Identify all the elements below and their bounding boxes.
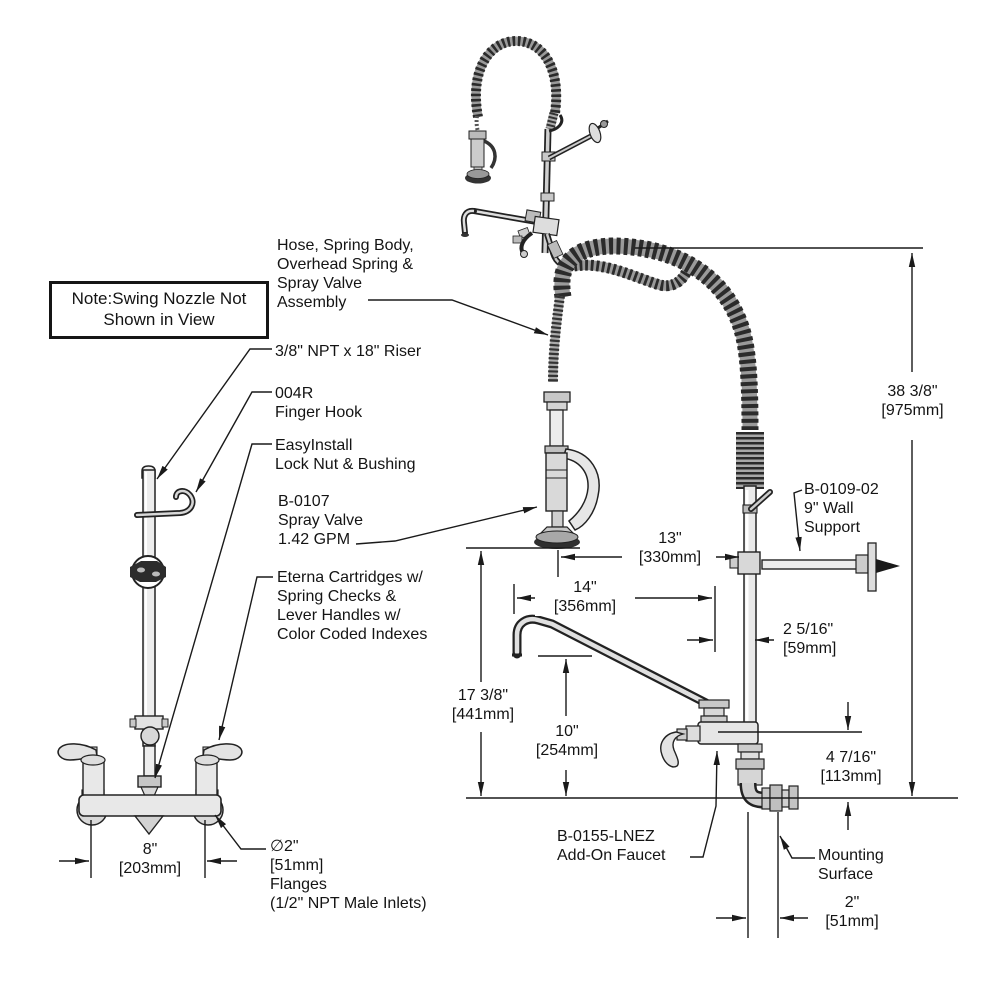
- spray-valve-part: [534, 391, 600, 549]
- leader-eterna: [218, 576, 273, 741]
- dim-inches: 38 3/8": [865, 382, 960, 401]
- wall-support-part: [729, 542, 900, 592]
- swing-spout-part: [512, 614, 711, 708]
- dim-overall-height: 38 3/8" [975mm]: [865, 382, 960, 420]
- dim-inches: 2": [844, 894, 860, 911]
- prerinse-unit-drawing: [512, 237, 900, 812]
- callout-line: Surface: [818, 866, 874, 883]
- leader-riser: [156, 348, 272, 480]
- callout-line: (1/2" NPT Male Inlets): [270, 895, 427, 912]
- callout-line: 004R: [275, 385, 314, 402]
- callout-line: EasyInstall: [275, 437, 353, 454]
- dim-clearance: 17 3/8" [441mm]: [443, 686, 523, 724]
- addon-handle: [660, 731, 686, 768]
- dim-inlet-nipple: 2" [51mm]: [812, 893, 892, 931]
- dim-mm: [59mm]: [783, 640, 837, 657]
- callout-line: Add-On Faucet: [557, 847, 666, 864]
- dim-inches: 4 7/16": [825, 749, 877, 766]
- leader-lines: [154, 299, 815, 859]
- dim-mm: [356mm]: [535, 597, 635, 616]
- callout-line: [51mm]: [270, 857, 324, 874]
- note-line: Note:Swing Nozzle Not: [71, 289, 247, 308]
- dim-mm: [254mm]: [527, 741, 607, 760]
- dim-inches: 2 5/16": [783, 621, 834, 638]
- callout-line: Spray Valve: [278, 512, 364, 529]
- dim-inches: 13": [658, 530, 682, 547]
- dim-inches: 8": [142, 841, 158, 858]
- note-line: Shown in View: [103, 310, 215, 329]
- callout-line: Overhead Spring &: [277, 256, 414, 273]
- callout-line: Color Coded Indexes: [277, 626, 428, 643]
- inset-spray-valve: [465, 130, 497, 184]
- dim-inlet-centers: 8" [203mm]: [110, 840, 190, 878]
- inset-finger-hook: [548, 114, 564, 133]
- squeeze-lever: [562, 448, 600, 531]
- dim-mm: [203mm]: [118, 860, 182, 877]
- callout-line: B-0109-02: [804, 481, 879, 498]
- callout-mounting-surface: Mounting Surface: [818, 846, 884, 884]
- center-outlet: [133, 815, 165, 836]
- callout-line: B-0107: [278, 493, 330, 510]
- leader-mounting-surface: [779, 835, 815, 859]
- callout-line: Hose, Spring Body,: [277, 237, 414, 254]
- leader-finger-hook: [195, 391, 272, 493]
- callout-easy-install: EasyInstall Lock Nut & Bushing: [275, 436, 416, 474]
- leader-spray-valve: [355, 506, 538, 545]
- note-box: Note:Swing Nozzle Not Shown in View: [49, 281, 269, 339]
- callout-line: ∅2": [270, 838, 299, 855]
- callout-line: Spray Valve: [277, 275, 363, 292]
- dimension-lines: [59, 247, 958, 938]
- callout-hose-assembly: Hose, Spring Body, Overhead Spring & Spr…: [277, 236, 414, 312]
- callout-line: Flanges: [270, 876, 327, 893]
- callout-line: Support: [804, 519, 861, 536]
- dim-mm: [441mm]: [443, 705, 523, 724]
- leader-flanges: [214, 814, 266, 850]
- callout-line: Eterna Cartridges w/: [277, 569, 423, 586]
- dim-inches: 14": [535, 578, 635, 597]
- callout-spray-valve: B-0107 Spray Valve 1.42 GPM: [278, 492, 363, 549]
- dim-spout-height: 10" [254mm]: [527, 722, 607, 760]
- inset-supply-coil: [573, 259, 695, 292]
- callout-line: Lock Nut & Bushing: [275, 456, 416, 473]
- finger-hook-part: [134, 488, 196, 518]
- lock-nut: [137, 775, 162, 788]
- dim-inches: 17 3/8": [443, 686, 523, 705]
- dim-mm: [113mm]: [820, 768, 882, 785]
- overview-inset-drawing: [460, 35, 695, 292]
- callout-line: 9" Wall: [804, 500, 854, 517]
- dim-valve-to-riser: 13" [330mm]: [625, 529, 715, 567]
- leader-hose-assembly: [368, 299, 549, 336]
- callout-line: Assembly: [277, 294, 347, 311]
- dim-spout-length: 14" [356mm]: [535, 578, 635, 616]
- leader-wall-support: [793, 489, 803, 552]
- dim-mm: [975mm]: [865, 401, 960, 420]
- callout-line: Spring Checks &: [277, 588, 397, 605]
- dim-mm: [51mm]: [825, 913, 879, 930]
- dim-riser-offset: 2 5/16" [59mm]: [783, 620, 836, 658]
- leader-addon-faucet: [690, 750, 720, 858]
- dim-mm: [330mm]: [638, 549, 702, 566]
- callout-riser: 3/8" NPT x 18" Riser: [275, 343, 422, 360]
- callout-line: B-0155-LNEZ: [557, 828, 655, 845]
- callout-line: 1.42 GPM: [278, 531, 351, 548]
- addon-faucet-part: [660, 699, 799, 812]
- inset-addon-faucet: [460, 207, 575, 271]
- callout-finger-hook: 004R Finger Hook: [275, 384, 362, 422]
- callout-eterna: Eterna Cartridges w/ Spring Checks & Lev…: [277, 568, 427, 644]
- dim-faucet-height: 4 7/16" [113mm]: [806, 748, 896, 786]
- callout-line: Finger Hook: [275, 404, 363, 421]
- dim-inches: 10": [527, 722, 607, 741]
- callout-addon-faucet: B-0155-LNEZ Add-On Faucet: [557, 827, 666, 865]
- overhead-spring-hose: [553, 237, 759, 431]
- wall-faucet-drawing: [57, 465, 243, 836]
- faucet-body: [78, 794, 222, 817]
- callout-line: Mounting: [818, 847, 884, 864]
- inset-overhead-coil: [470, 35, 562, 118]
- callout-wall-support: B-0109-02 9" Wall Support: [804, 480, 879, 537]
- callout-flanges: ∅2" [51mm] Flanges (1/2" NPT Male Inlets…: [270, 837, 427, 913]
- callout-line: Lever Handles w/: [277, 607, 401, 624]
- leader-easy-install: [154, 443, 272, 779]
